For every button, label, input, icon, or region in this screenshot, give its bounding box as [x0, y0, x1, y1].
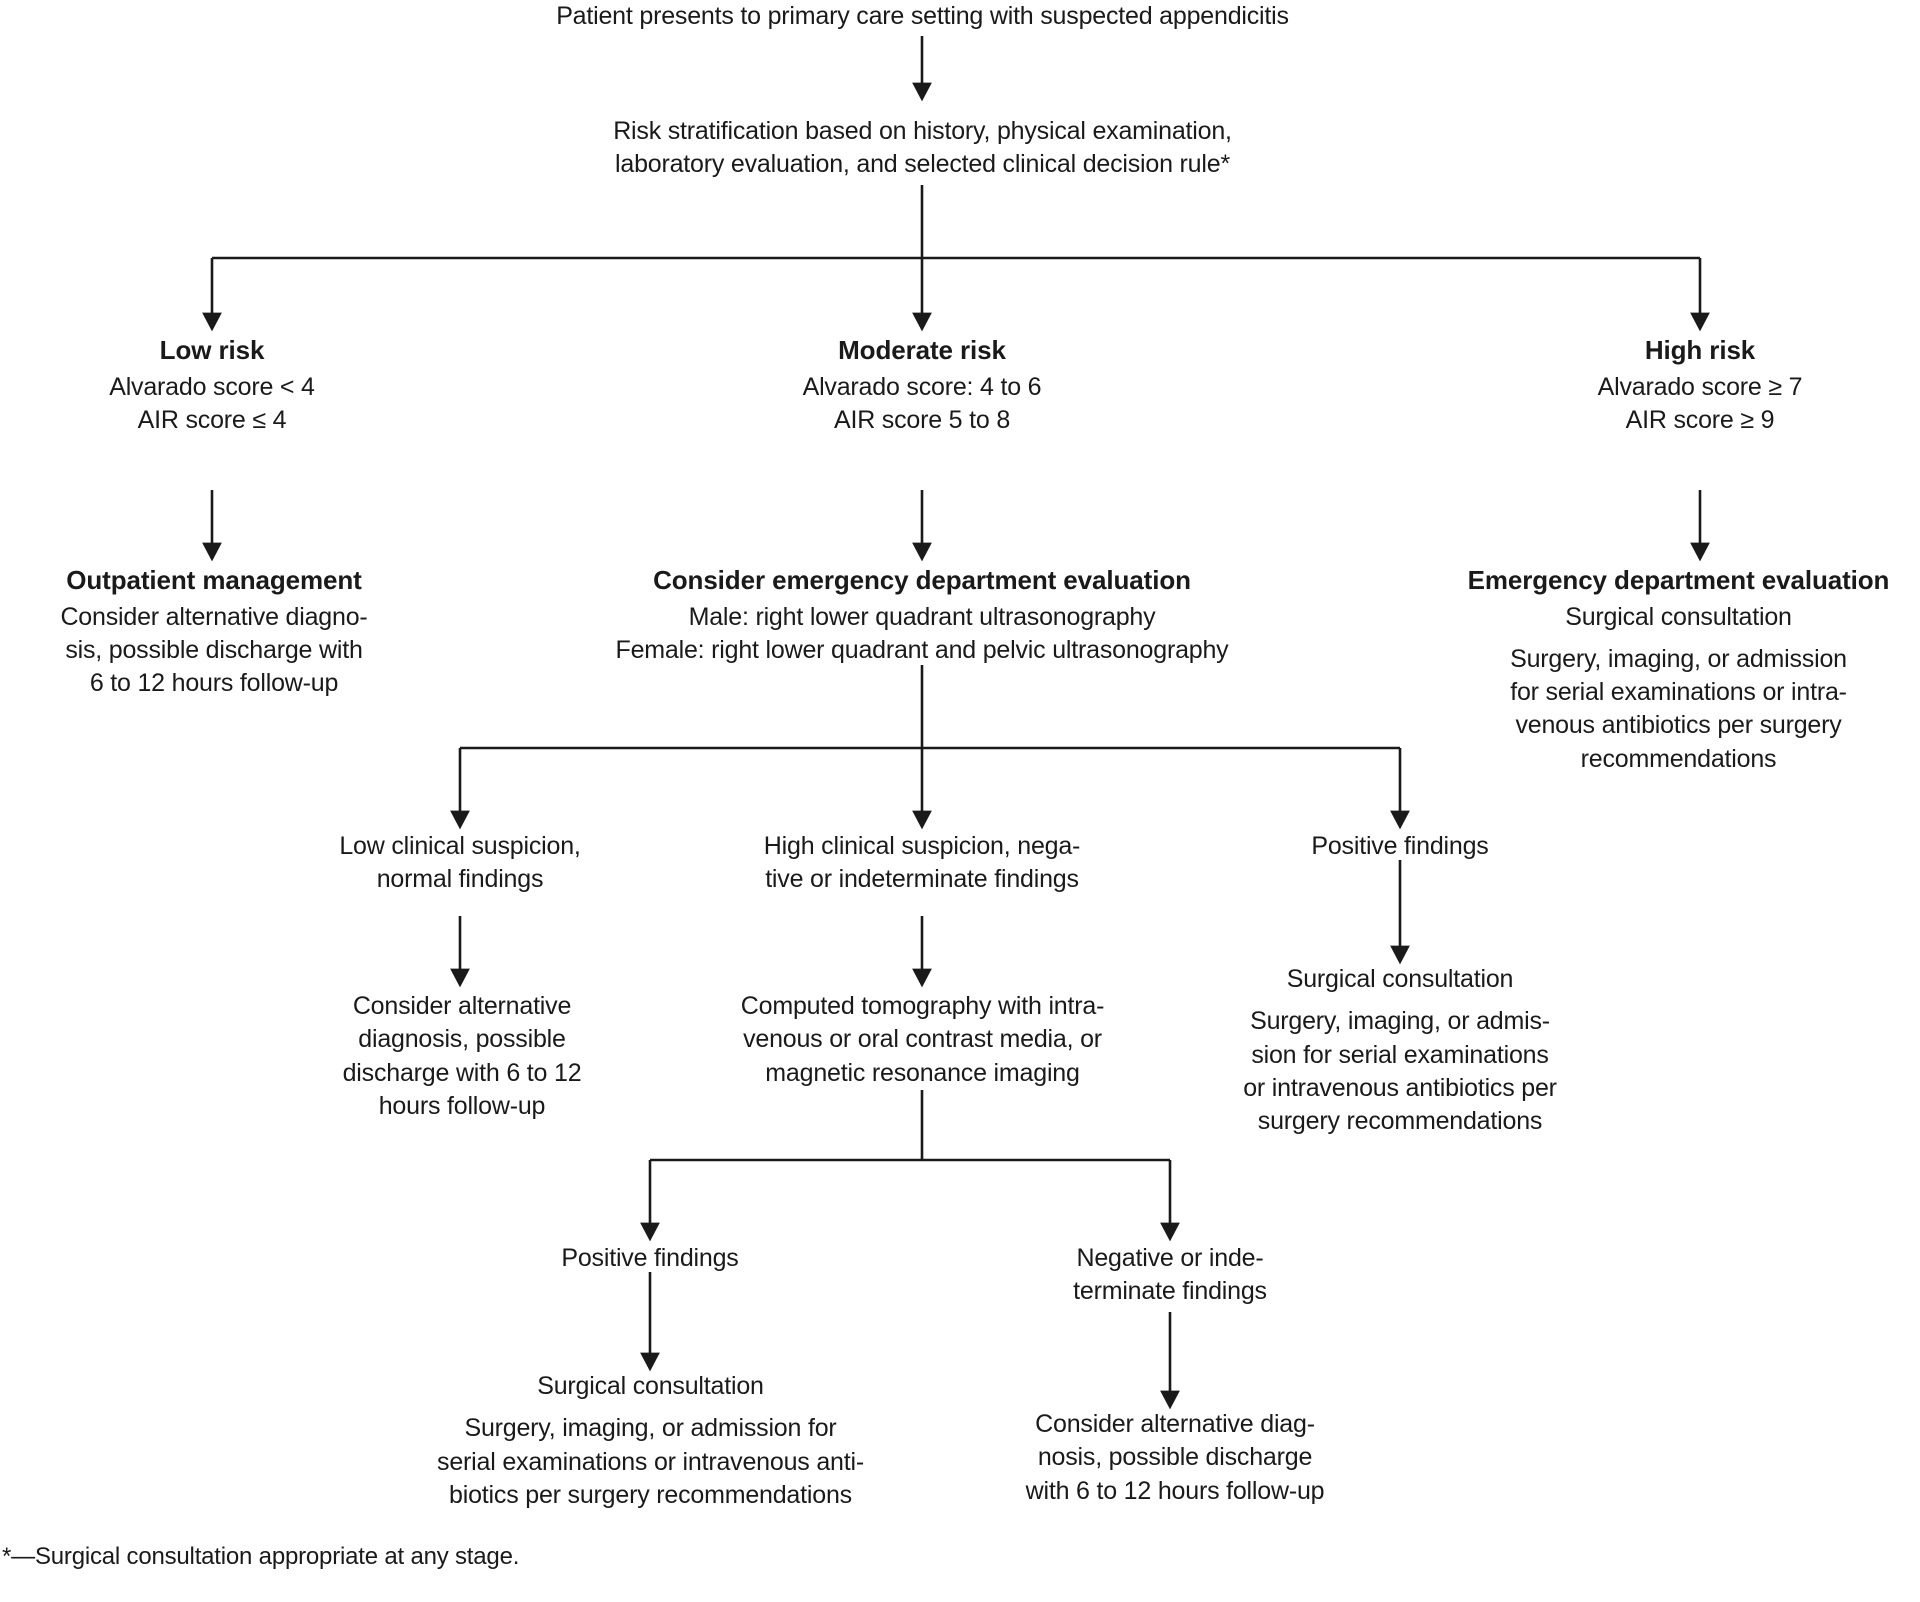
consider-ed-title: Consider emergency department evaluation	[653, 565, 1191, 595]
node-start: Patient presents to primary care setting…	[360, 0, 1485, 33]
surgconsult-ct-line-2: Surgery, imaging, or admission for	[464, 1414, 837, 1443]
high-suspicion-line-1: High clinical suspicion, nega-	[763, 832, 1081, 860]
outpatient-line-2: sis, possible discharge with	[65, 635, 363, 664]
ed-eval-title: Emergency department evaluation	[1467, 565, 1890, 595]
ed-eval-line-3: for serial examinations or intra-	[1510, 678, 1847, 707]
altdx1-line-2: diagnosis, possible	[358, 1025, 566, 1054]
consider-ed-line-2: Female: right lower quadrant and pelvic …	[615, 635, 1229, 664]
node-low-suspicion: Low clinical suspicion, normal findings	[265, 830, 655, 897]
risk-line-2: laboratory evaluation, and selected clin…	[615, 150, 1230, 179]
imaging-line-1: Computed tomography with intra-	[740, 992, 1105, 1020]
node-alt-diagnosis-1: Consider alternative diagnosis, possible…	[258, 990, 666, 1123]
moderate-risk-title: Moderate risk	[838, 335, 1006, 365]
us-positive-line-1: Positive findings	[1311, 832, 1489, 860]
consider-ed-line-1: Male: right lower quadrant ultrasonograp…	[688, 602, 1156, 631]
surgconsult-ct-line-3: serial examinations or intravenous anti-	[437, 1447, 864, 1476]
surgconsult-ct-spacer	[378, 1403, 923, 1412]
ed-eval-line-4: venous antibiotics per surgery	[1515, 711, 1842, 740]
altdx1-line-4: hours follow-up	[378, 1091, 546, 1120]
moderate-risk-line-1: Alvarado score: 4 to 6	[802, 372, 1042, 401]
ct-negative-line-1: Negative or inde-	[1076, 1244, 1264, 1272]
low-risk-line-2: AIR score ≤ 4	[137, 405, 287, 434]
low-risk-line-1: Alvarado score < 4	[109, 372, 315, 401]
ed-eval-line-1: Surgical consultation	[1565, 602, 1792, 631]
surgconsult-us-line-1: Surgical consultation	[1286, 965, 1514, 993]
node-consider-ed: Consider emergency department evaluation…	[512, 563, 1332, 667]
ed-eval-spacer	[1437, 634, 1920, 643]
node-ct-negative: Negative or inde- terminate findings	[975, 1242, 1365, 1309]
surgconsult-us-spacer	[1190, 996, 1610, 1005]
moderate-risk-line-2: AIR score 5 to 8	[833, 405, 1011, 434]
altdx2-line-3: with 6 to 12 hours follow-up	[1025, 1476, 1325, 1505]
high-risk-line-1: Alvarado score ≥ 7	[1597, 372, 1803, 401]
outpatient-line-1: Consider alternative diagno-	[60, 602, 368, 631]
high-risk-line-2: AIR score ≥ 9	[1625, 405, 1775, 434]
node-high-suspicion: High clinical suspicion, nega- tive or i…	[690, 830, 1154, 897]
node-moderate-risk: Moderate risk Alvarado score: 4 to 6 AIR…	[712, 333, 1132, 437]
node-surgical-consult-ct: Surgical consultation Surgery, imaging, …	[378, 1370, 923, 1512]
low-risk-title: Low risk	[159, 335, 265, 365]
start-text: Patient presents to primary care setting…	[556, 2, 1289, 30]
surgconsult-us-line-4: or intravenous antibiotics per	[1243, 1073, 1557, 1102]
node-high-risk: High risk Alvarado score ≥ 7 AIR score ≥…	[1500, 333, 1900, 437]
node-ct-positive: Positive findings	[450, 1242, 850, 1275]
surgconsult-ct-line-1: Surgical consultation	[537, 1372, 764, 1400]
low-suspicion-line-2: normal findings	[376, 865, 544, 894]
ed-eval-line-2: Surgery, imaging, or admission	[1510, 644, 1847, 673]
outpatient-line-3: 6 to 12 hours follow-up	[89, 669, 339, 698]
ct-negative-line-2: terminate findings	[1073, 1277, 1267, 1306]
surgconsult-us-line-2: Surgery, imaging, or admis-	[1250, 1007, 1550, 1036]
high-suspicion-line-2: tive or indeterminate findings	[765, 865, 1079, 894]
node-advanced-imaging: Computed tomography with intra- venous o…	[650, 990, 1195, 1090]
altdx2-line-1: Consider alternative diag-	[1035, 1410, 1315, 1438]
surgconsult-us-line-5: surgery recommendations	[1257, 1107, 1543, 1135]
imaging-line-3: magnetic resonance imaging	[765, 1058, 1080, 1087]
footnote: *—Surgical consultation appropriate at a…	[2, 1543, 520, 1570]
altdx1-line-3: discharge with 6 to 12	[342, 1058, 582, 1087]
imaging-line-2: venous or oral contrast media, or	[743, 1025, 1102, 1054]
outpatient-title: Outpatient management	[66, 565, 362, 595]
node-surgical-consult-us: Surgical consultation Surgery, imaging, …	[1190, 963, 1610, 1138]
node-ed-evaluation: Emergency department evaluation Surgical…	[1437, 563, 1920, 776]
ct-positive-line-1: Positive findings	[561, 1244, 739, 1272]
risk-line-1: Risk stratification based on history, ph…	[613, 117, 1232, 145]
node-us-positive: Positive findings	[1200, 830, 1600, 863]
altdx2-line-2: nosis, possible discharge	[1037, 1443, 1313, 1472]
ed-eval-line-5: recommendations	[1580, 744, 1777, 773]
node-low-risk: Low risk Alvarado score < 4 AIR score ≤ …	[22, 333, 402, 437]
surgconsult-us-line-3: sion for serial examinations	[1251, 1040, 1549, 1069]
node-outpatient-management: Outpatient management Consider alternati…	[8, 563, 420, 700]
low-suspicion-line-1: Low clinical suspicion,	[339, 832, 581, 860]
altdx1-line-1: Consider alternative	[352, 992, 572, 1020]
surgconsult-ct-line-4: biotics per surgery recommendations	[449, 1480, 852, 1509]
node-alt-diagnosis-2: Consider alternative diag- nosis, possib…	[955, 1408, 1395, 1508]
high-risk-title: High risk	[1644, 335, 1756, 365]
node-risk-stratification: Risk stratification based on history, ph…	[380, 115, 1465, 182]
